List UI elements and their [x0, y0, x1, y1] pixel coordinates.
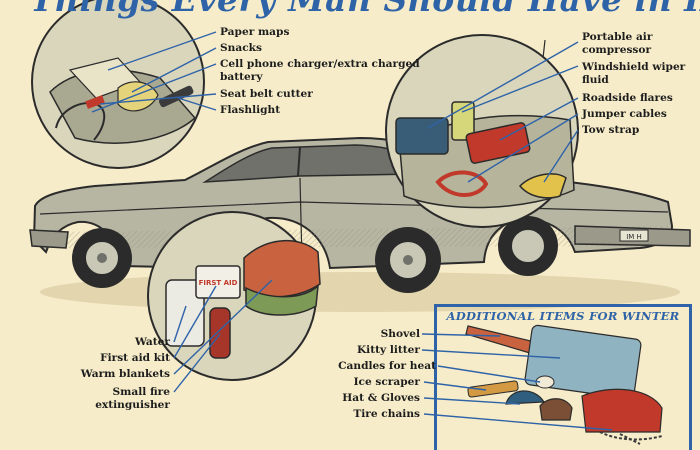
label-snacks: Snacks	[220, 42, 262, 54]
warm-blankets-icon	[243, 240, 321, 298]
duffel-bag-icon	[581, 388, 663, 433]
label-fire-extinguisher-line1: Small fire	[112, 386, 171, 398]
label-first-aid-kit: First aid kit	[100, 352, 170, 364]
air-compressor-icon	[395, 117, 449, 155]
label-wiper-fluid-line1: Windshield wiper	[582, 61, 686, 73]
label-ice-scraper: Ice scraper	[353, 376, 420, 388]
label-candles: Candles for heat	[338, 360, 436, 372]
far-wheel	[498, 216, 558, 276]
inset-trunk	[385, 34, 579, 228]
water-jug-icon	[165, 279, 205, 347]
label-charger-line2: battery	[220, 71, 263, 83]
winter-items-art	[465, 324, 663, 445]
label-fire-extinguisher-line2: extinguisher	[95, 399, 170, 411]
label-hat-gloves: Hat & Gloves	[342, 392, 420, 404]
front-wheel	[72, 228, 132, 288]
fire-extinguisher-icon	[209, 307, 231, 359]
window-pillar	[297, 146, 301, 177]
label-roadside-flares: Roadside flares	[582, 92, 673, 104]
winter-panel-title: ADDITIONAL ITEMS FOR WINTER	[446, 309, 680, 323]
page-title: Things Every Man Should Have in His Car	[30, 0, 700, 19]
label-warm-blankets: Warm blankets	[80, 368, 170, 380]
label-wiper-fluid-line2: fluid	[582, 74, 609, 86]
label-seat-belt-cutter: Seat belt cutter	[220, 88, 313, 100]
label-jumper-cables: Jumper cables	[582, 108, 667, 120]
license-plate-text: IM H	[626, 233, 642, 241]
gloves-icon	[539, 398, 573, 421]
rear-wheel	[375, 227, 441, 293]
tow-strap-icon	[518, 173, 567, 199]
label-air-compressor-line1: Portable air	[582, 31, 653, 43]
first-aid-kit-icon	[195, 265, 241, 299]
license-plate	[619, 229, 649, 242]
tire-chains-icon	[599, 431, 663, 445]
inset-backseat: FIRST AID	[147, 211, 321, 381]
label-tow-strap: Tow strap	[582, 124, 640, 136]
front-bumper	[29, 229, 69, 249]
leader-lines	[91, 31, 613, 431]
label-paper-maps: Paper maps	[220, 26, 290, 38]
warm-blanket-green-icon	[245, 284, 319, 316]
label-charger-line1: Cell phone charger/extra charged	[220, 58, 420, 70]
winter-items-panel: ADDITIONAL ITEMS FOR WINTER	[434, 304, 692, 450]
flashlight-icon	[158, 85, 194, 108]
label-air-compressor-line2: compressor	[582, 44, 652, 56]
label-flashlight: Flashlight	[220, 104, 281, 116]
ice-scraper-icon	[467, 380, 519, 398]
label-kitty-litter: Kitty litter	[356, 344, 420, 356]
jumper-cables-icon	[435, 170, 489, 197]
seat-belt-cutter-icon	[85, 95, 105, 109]
snacks-icon	[117, 81, 159, 112]
label-water: Water	[134, 336, 170, 348]
first-aid-box-text: FIRST AID	[199, 279, 238, 287]
inset-cabin	[31, 0, 205, 169]
label-shovel: Shovel	[380, 328, 420, 340]
label-tire-chains: Tire chains	[353, 408, 420, 420]
